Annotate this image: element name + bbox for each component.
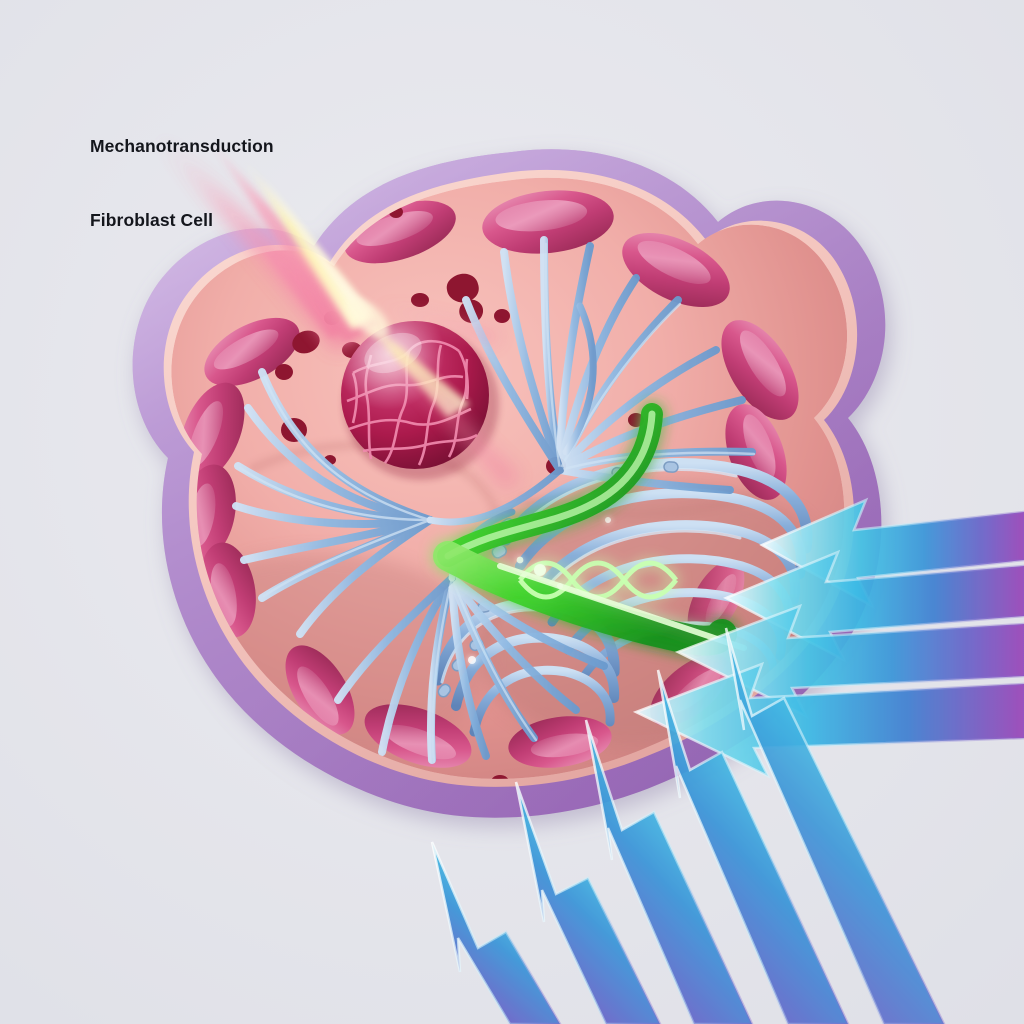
cytoskeleton-fan-bottom-highlight	[431, 576, 538, 764]
title-line-2: Fibroblast Cell	[90, 210, 214, 231]
lysosome	[494, 309, 510, 323]
signal-sparkles	[516, 556, 563, 589]
force-arrow	[724, 627, 946, 1024]
title-line-1: Mechanotransduction	[90, 135, 274, 156]
mitochondrion	[204, 317, 300, 387]
mitochondrion	[721, 320, 799, 420]
force-arrow	[514, 781, 662, 1024]
lysosome	[275, 364, 293, 380]
force-arrows-right	[632, 497, 1024, 779]
mitochondrion	[622, 232, 730, 308]
lysosome	[292, 330, 320, 354]
lysosome	[491, 775, 509, 779]
page-title: Mechanotransduction Fibroblast Cell	[90, 84, 274, 283]
beam-impact	[346, 298, 520, 490]
lysosome	[628, 413, 644, 427]
mitochondrion	[285, 645, 355, 735]
force-arrow	[632, 661, 1024, 779]
mitochondrion	[482, 190, 614, 254]
signal-helix-2	[518, 560, 678, 600]
force-arrow	[584, 719, 754, 1024]
signal-track-core	[444, 410, 656, 560]
force-arrow	[656, 669, 850, 1024]
force-arrow	[430, 841, 562, 1024]
stimulus-beam	[150, 128, 520, 490]
force-arrows-bottom	[430, 627, 946, 1024]
lysosome	[411, 293, 429, 307]
beam-ray-thin	[262, 178, 372, 320]
lysosome	[446, 273, 479, 303]
cytoskeleton-fan-left-highlight	[238, 374, 432, 598]
mitochondrion	[508, 716, 612, 768]
